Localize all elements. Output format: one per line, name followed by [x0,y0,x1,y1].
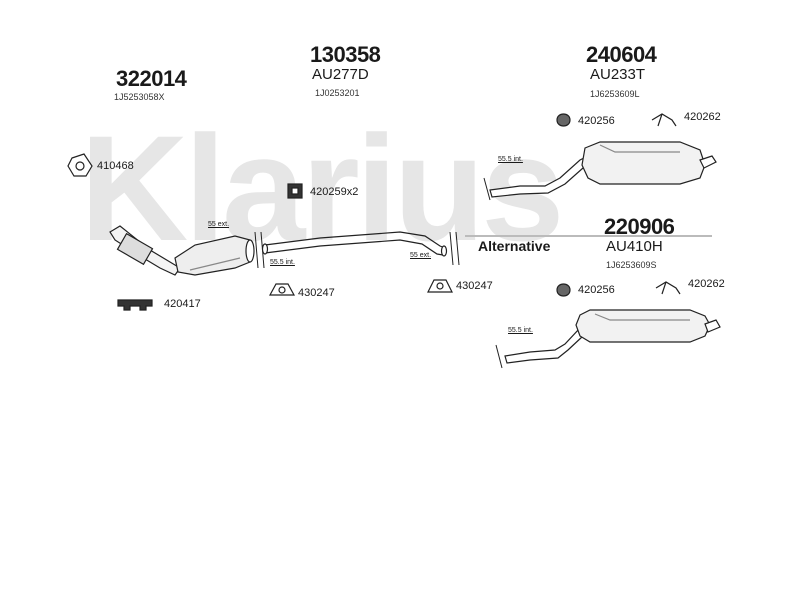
part-number-322014: 322014 [116,66,187,91]
oem-number-240604: 1J6253609L [590,89,640,99]
alternative-label: Alternative [478,238,551,254]
fitting-420262-a[interactable]: 420262 [684,111,721,123]
fitting-420262-b[interactable]: 420262 [688,278,725,290]
dimension-label: 55.5 int. [508,327,533,334]
dimension-label: 55.5 int. [498,156,523,163]
fitting-410468[interactable]: 410468 [97,160,134,172]
code-au410h: AU410H [606,238,663,255]
code-au233t: AU233T [590,66,646,83]
oem-number-322014: 1J5253058X [114,92,165,102]
rear-silencer-240604[interactable] [489,141,717,198]
hook-icon-420262a [651,113,677,127]
hook-icon-420262b [655,281,681,295]
dimension-label: 55 ext. [208,221,230,228]
rubber-mount-icon-420256a [556,113,571,127]
cut-markers [254,177,503,369]
oem-number-130358: 1J0253201 [315,88,360,98]
fitting-420417[interactable]: 420417 [164,298,201,310]
front-pipe-catalyst[interactable] [109,225,255,276]
rear-silencer-220906[interactable] [504,309,721,364]
fitting-420256-a[interactable]: 420256 [578,115,615,127]
fitting-430247-a[interactable]: 430247 [298,287,335,299]
part-number-220906: 220906 [604,214,675,239]
rubber-mount-icon-420256b [556,283,571,297]
bracket-icon-420417 [117,299,153,311]
dimension-label: 55 ext. [410,252,432,259]
fitting-420256-b[interactable]: 420256 [578,284,615,296]
fitting-420259x2[interactable]: 420259x2 [310,186,359,198]
oem-number-220906: 1J6253609S [606,260,657,270]
part-number-240604: 240604 [586,42,657,67]
fitting-430247-b[interactable]: 430247 [456,280,493,292]
code-au277d: AU277D [312,66,369,83]
part-number-130358: 130358 [310,42,381,67]
dimension-label: 55.5 int. [270,259,295,266]
